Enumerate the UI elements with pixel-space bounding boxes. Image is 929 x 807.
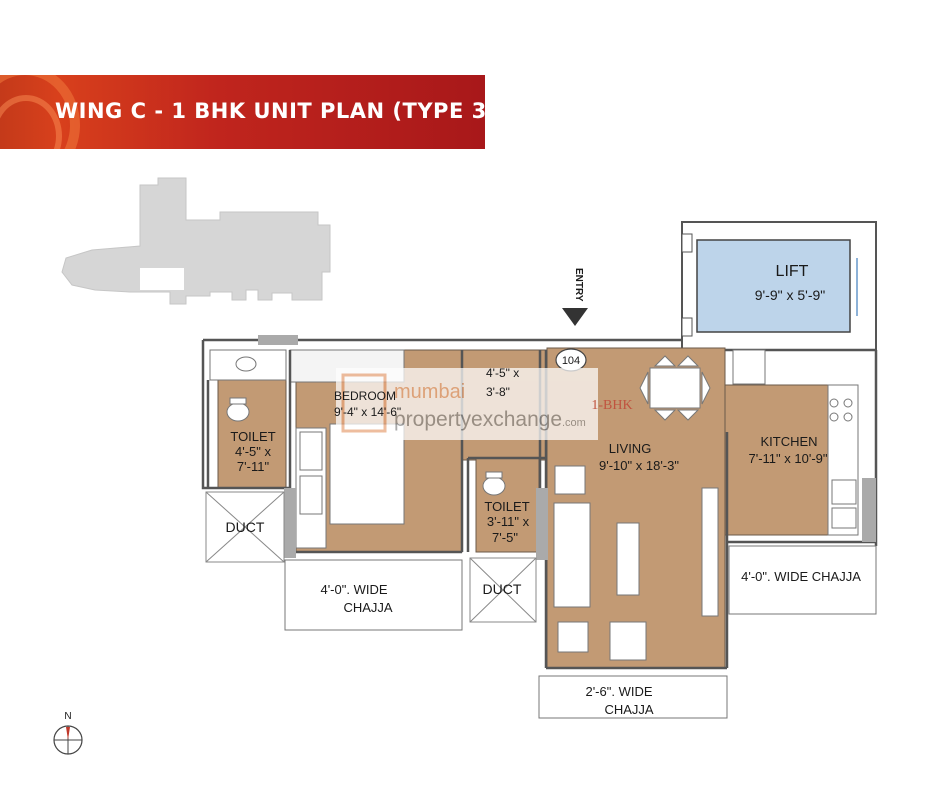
living-name: LIVING: [609, 441, 652, 456]
passage-line2: 3'-8": [486, 385, 510, 399]
passage-line1: 4'-5" x: [486, 366, 519, 380]
lift-name: LIFT: [776, 263, 809, 280]
dining-table: [639, 355, 711, 421]
compass-north-label: N: [64, 711, 71, 722]
chajja-living-line1: 2'-6". WIDE: [585, 684, 652, 699]
swirl-decoration: [0, 75, 80, 149]
watermark-line2: propertyexchange: [394, 408, 562, 431]
page-title: WING C - 1 BHK UNIT PLAN (TYPE 3): [55, 99, 485, 123]
kitchen-size: 7'-11" x 10'-9": [749, 451, 828, 466]
toilet2-line2: 7'-5": [492, 530, 518, 545]
wall-columns: [258, 335, 876, 560]
watermark-suffix: .com: [562, 417, 586, 429]
kitchen-name: KITCHEN: [760, 434, 817, 449]
chajja-kitchen-line1: 4'-0". WIDE CHAJJA: [741, 569, 861, 584]
chajjas: [284, 545, 877, 719]
duct1-name: DUCT: [226, 519, 265, 535]
toilet1-line1: 4'-5" x: [235, 444, 271, 459]
chajja-living-line2: CHAJJA: [604, 702, 653, 717]
toilet1-name: TOILET: [230, 429, 275, 444]
duct2-name: DUCT: [483, 581, 522, 597]
lift-size: 9'-9" x 5'-9": [755, 287, 826, 303]
flat-number-badge: 104: [555, 348, 587, 372]
toilet2-name: TOILET: [484, 499, 529, 514]
key-plan: [61, 177, 331, 305]
flat-number: 104: [562, 355, 580, 367]
bedroom-name: BEDROOM: [334, 389, 396, 403]
swirl-decoration-inner: [0, 95, 62, 149]
watermark-line1: mumbai: [394, 381, 465, 403]
title-banner: WING C - 1 BHK UNIT PLAN (TYPE 3): [0, 75, 485, 149]
living-size: 9'-10" x 18'-3": [599, 458, 679, 473]
unit-tag: 1-BHK: [591, 398, 632, 413]
entry-label: ENTRY: [573, 268, 584, 302]
room-labels: LIFT 9'-9" x 5'-9" BEDROOM 9'-4" x 14'-6…: [226, 263, 862, 717]
watermark: mumbai propertyexchange .com 1-BHK: [336, 368, 633, 440]
toilet2-line1: 3'-11" x: [487, 514, 530, 529]
lift-shaft: [681, 221, 877, 351]
bedroom-size: 9'-4" x 14'-6": [334, 405, 401, 419]
compass: N: [53, 711, 83, 755]
fixtures: [209, 349, 859, 661]
ducts: [205, 491, 537, 623]
toilet1-line2: 7'-11": [237, 459, 270, 474]
chajja-bedroom-line1: 4'-0". WIDE: [320, 582, 387, 597]
chajja-bedroom-line2: CHAJJA: [343, 600, 392, 615]
entry-marker: ENTRY: [562, 268, 588, 326]
